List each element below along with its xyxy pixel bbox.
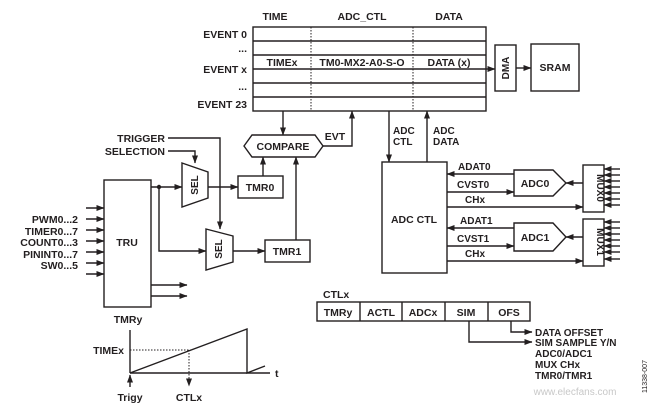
trigger-label: TRIGGER <box>117 133 165 145</box>
row-label-event-0: EVENT 0 <box>203 29 247 41</box>
field-ofs: OFS <box>498 307 520 319</box>
header-adc-ctl: ADC_CTL <box>338 11 388 23</box>
sram-block <box>530 43 580 92</box>
cell-adc-ctl-value: TM0-MX2-A0-S-O <box>319 57 404 69</box>
adc-data-arrow-label-2: DATA <box>433 137 459 148</box>
adc-ctl-arrow-label-1: ADC <box>393 126 415 137</box>
tmr0-block <box>237 175 284 199</box>
cell-data-x: DATA (x) <box>428 57 471 69</box>
row-label-event-x: EVENT x <box>203 64 247 76</box>
input-timer: TIMER0...7 <box>25 226 78 238</box>
row-label-event-23: EVENT 23 <box>197 99 247 111</box>
dma-label: DMA <box>501 57 512 80</box>
tru-input-arrows <box>86 205 105 277</box>
tmr0-label: TMR0 <box>246 182 275 194</box>
adat0-label: ADAT0 <box>458 162 491 173</box>
field-tmry: TMRy <box>324 307 353 319</box>
chx1-label: CHx <box>465 249 485 260</box>
sel1-label: SEL <box>214 239 225 258</box>
sel0-mux <box>181 162 209 208</box>
row-label-ellipsis-2: ... <box>238 81 247 93</box>
sel1-mux <box>205 228 234 271</box>
desc-tmr-select: TMR0/TMR1 <box>535 371 593 382</box>
adc-ctl-block <box>381 161 448 274</box>
ctlx-title: CTLx <box>323 289 349 301</box>
field-sim: SIM <box>457 307 476 319</box>
field-actl: ACTL <box>367 307 396 319</box>
watermark: www.elecfans.com <box>533 387 617 398</box>
desc-adc-select: ADC0/ADC1 <box>535 349 593 360</box>
compare-label: COMPARE <box>257 141 310 153</box>
cell-timex: TIMEx <box>267 57 298 69</box>
mux1-input-arrows <box>603 219 620 262</box>
selection-label: SELECTION <box>105 146 165 158</box>
ramp-waveform <box>129 327 266 375</box>
chx0-label: CHx <box>465 195 485 206</box>
mux0-label: MUX0 <box>594 174 605 202</box>
ctlx-register <box>316 301 531 322</box>
adc1-label: ADC1 <box>521 232 550 244</box>
adat1-label: ADAT1 <box>460 216 493 227</box>
row-label-ellipsis-1: ... <box>238 43 247 55</box>
mux1-label: MUX1 <box>594 228 605 256</box>
desc-mux-chx: MUX CHx <box>535 360 580 371</box>
ctlx-event-label: CTLx <box>176 392 202 404</box>
tru-block <box>103 179 152 308</box>
trigy-label: Trigy <box>117 392 142 404</box>
desc-sim-sample: SIM SAMPLE Y/N <box>535 338 617 349</box>
evt-label: EVT <box>325 131 346 143</box>
desc-data-offset: DATA OFFSET <box>535 328 603 339</box>
adc-data-arrow-label-1: ADC <box>433 126 455 137</box>
timex-level-label: TIMEx <box>93 345 124 357</box>
timing-diagram: TMRy t TIMEx Trigy CTLx <box>93 314 279 404</box>
field-adcx: ADCx <box>409 307 438 319</box>
input-count: COUNT0...3 <box>20 237 78 249</box>
figure-id: 11338-007 <box>642 360 649 393</box>
header-data: DATA <box>435 11 463 23</box>
tmr1-label: TMR1 <box>273 246 302 258</box>
cvst0-label: CVST0 <box>457 180 490 191</box>
mux0-input-arrows <box>603 166 620 208</box>
adc-ctl-arrow-label-2: CTL <box>393 137 412 148</box>
adc0-label: ADC0 <box>521 178 550 190</box>
tmr1-block <box>264 239 311 263</box>
header-time: TIME <box>262 11 287 23</box>
sram-label: SRAM <box>540 62 571 74</box>
sel0-label: SEL <box>190 175 201 194</box>
timing-x-label: t <box>275 368 279 380</box>
input-pwm: PWM0...2 <box>32 214 78 226</box>
timing-y-label: TMRy <box>114 314 143 326</box>
cvst1-label: CVST1 <box>457 234 490 245</box>
adc-ctl-block-label: ADC CTL <box>391 214 438 226</box>
input-sw: SW0...5 <box>41 260 79 272</box>
tru-label: TRU <box>116 237 138 249</box>
event-table: TIME ADC_CTL DATA EVENT 0 ... EVENT x ..… <box>197 11 487 112</box>
input-pinint: PININT0...7 <box>23 249 78 261</box>
